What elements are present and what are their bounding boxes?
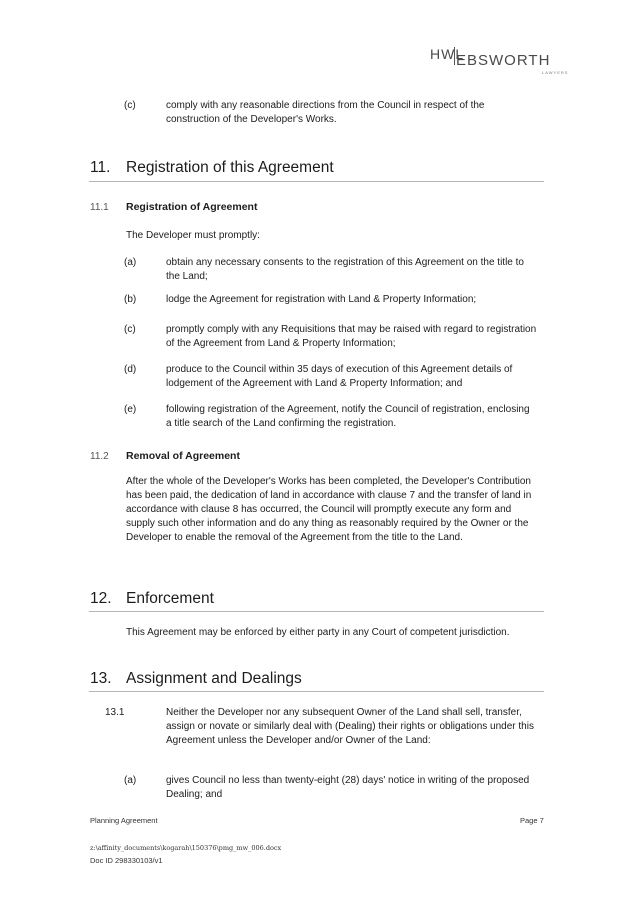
item-11-1-b-text: lodge the Agreement for registration wit… <box>166 294 477 305</box>
subsection-11-1-title: Registration of Agreement <box>126 201 258 213</box>
item-11-1-a-text: obtain any necessary consents to the reg… <box>166 257 524 282</box>
item-13-1-a-text: gives Council no less than twenty-eight … <box>166 775 530 800</box>
item-11-1-d-marker: (d) <box>124 364 137 375</box>
section-11-rule <box>89 181 544 182</box>
item-11-1-a-marker: (a) <box>124 257 137 268</box>
clause-13-1-text: Neither the Developer nor any subsequent… <box>166 707 534 746</box>
section-12-title: Enforcement <box>126 590 214 607</box>
logo-main-text: EBSWORTH <box>456 52 551 69</box>
item-11-1-c-text: promptly comply with any Requisitions th… <box>166 324 537 349</box>
subsection-11-2-body: After the whole of the Developer's Works… <box>126 476 532 543</box>
section-13-number: 13. <box>90 670 112 687</box>
firm-logo: HWL EBSWORTH LAWYERS <box>430 46 570 80</box>
item-11-1-e-text: following registration of the Agreement,… <box>166 404 530 429</box>
clause-13-1-number: 13.1 <box>105 707 125 718</box>
subsection-11-2-number: 11.2 <box>90 451 109 462</box>
footer-file-path: z:\affinity_documents\kogarah\150376\pmg… <box>90 844 282 852</box>
item-11-1-e-marker: (e) <box>124 404 137 415</box>
item-11-1-d-text: produce to the Council within 35 days of… <box>166 364 513 389</box>
footer-page-number: Page 7 <box>520 816 544 825</box>
section-12-rule <box>89 611 544 612</box>
section-11-title: Registration of this Agreement <box>126 159 334 176</box>
subsection-11-1-lead: The Developer must promptly: <box>126 230 260 241</box>
intro-item-marker: (c) <box>124 100 136 111</box>
subsection-11-2-title: Removal of Agreement <box>126 450 240 462</box>
item-13-1-a-marker: (a) <box>124 775 137 786</box>
section-12-number: 12. <box>90 590 112 607</box>
footer-doc-id: Doc ID 298330103/v1 <box>90 856 163 865</box>
section-13-rule <box>89 691 544 692</box>
subsection-11-1-number: 11.1 <box>90 202 109 213</box>
footer-document-title: Planning Agreement <box>90 816 158 825</box>
item-11-1-c-marker: (c) <box>124 324 136 335</box>
item-11-1-b-marker: (b) <box>124 294 137 305</box>
logo-subtext: LAWYERS <box>542 70 569 75</box>
section-11-number: 11. <box>90 159 111 176</box>
section-12-body: This Agreement may be enforced by either… <box>126 627 510 638</box>
intro-item-text: comply with any reasonable directions fr… <box>166 100 485 125</box>
section-13-title: Assignment and Dealings <box>126 670 302 687</box>
logo-divider <box>454 47 455 65</box>
